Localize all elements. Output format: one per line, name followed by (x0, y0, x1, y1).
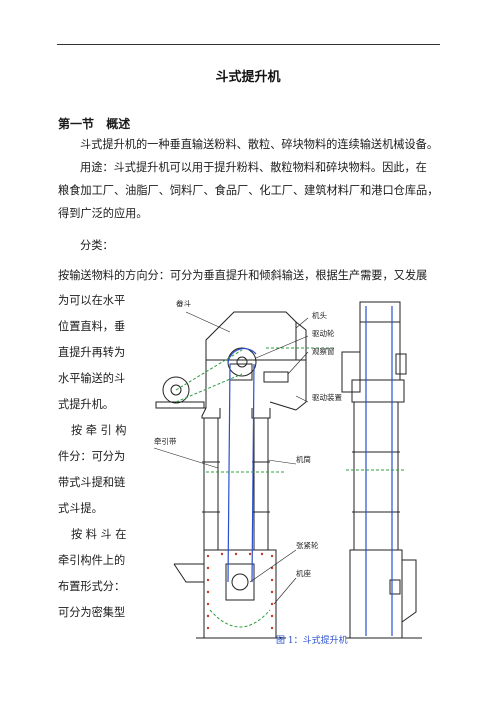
belt-down (251, 363, 255, 583)
label-bucket: 畚斗 (176, 298, 191, 308)
wrap-line: 水平输送的斗 (58, 372, 126, 385)
bucket-elevator-drawing: 畚斗 机头 驱动轮 观察窗 驱动装置 牵引带 机筒 张紧轮 机座 (153, 298, 422, 639)
wrap-line: 布置形式分： (58, 580, 126, 593)
drive-chain (175, 349, 243, 391)
wrap-line: 位置直料，垂 (58, 320, 126, 333)
head-housing (205, 311, 297, 361)
section-name: 概述 (106, 117, 131, 131)
wrap-line: 件分：可分为 (58, 450, 126, 463)
tension-box (225, 563, 255, 601)
label-casing: 机筒 (296, 454, 311, 464)
wrap-line: 直提升再转为 (58, 346, 126, 359)
label-drive-unit: 驱动装置 (312, 392, 342, 402)
wrap-line: 按 料 斗 在 (71, 528, 127, 541)
inlet-hopper (173, 563, 204, 583)
label-head: 机头 (312, 310, 327, 320)
label-belt: 牵引带 (154, 436, 177, 446)
base-housing (203, 549, 277, 639)
motor (162, 376, 190, 404)
paragraph-classification: 分类： (80, 239, 114, 252)
label-base: 机座 (296, 568, 311, 578)
belt-up (227, 363, 231, 583)
wrap-line: 式提升机。 (58, 398, 114, 411)
wrap-line: 牵引构件上的 (58, 554, 126, 567)
section-number: 第一节 (58, 117, 95, 131)
paragraph-usage-line2: 粮食加工厂、油脂厂、饲料厂、食品厂、化工厂、建筑材料厂和港口仓库品， (58, 184, 439, 197)
tension-wheel (231, 573, 249, 591)
wrap-line: 按 牵 引 构 (71, 424, 127, 437)
paragraph-intro: 斗式提升机的一种垂直输送粉料、散粒、碎块物料的连续输送机械设备。 (80, 138, 439, 151)
section-heading: 第一节 概述 (58, 115, 130, 132)
label-tension-wheel: 张紧轮 (296, 540, 319, 550)
wrap-line: 可分为密集型 (58, 606, 126, 619)
page-title: 斗式提升机 (215, 70, 281, 85)
wrap-line: 带式斗提和链 (58, 476, 126, 489)
observation-window (263, 371, 289, 383)
head-discharge (295, 321, 307, 411)
wrap-line: 为可以在水平 (58, 294, 126, 307)
wrapped-text-column: 为可以在水平 位置直料，垂 直提升再转为 水平输送的斗 式提升机。 按 牵 引 … (58, 288, 148, 626)
label-observation-window: 观察窗 (312, 346, 335, 356)
side-view-motor (341, 351, 361, 393)
figure-caption: 图 1：斗式提升机 (276, 636, 348, 646)
header-rule (57, 44, 440, 45)
paragraph-usage-line3: 得到广泛的应用。 (58, 207, 148, 220)
wrap-line: 式斗提。 (58, 502, 103, 515)
paragraph-direction: 按输送物料的方向分：可分为垂直提升和倾斜输送，根据生产需要，又发展 (58, 269, 428, 282)
tension-arc (209, 609, 271, 628)
label-drive-wheel: 驱动轮 (312, 328, 335, 338)
paragraph-usage-line1: 用途：斗式提升机可以用于提升粉料、散粒物料和碎块物料。因此，在 (80, 161, 427, 174)
